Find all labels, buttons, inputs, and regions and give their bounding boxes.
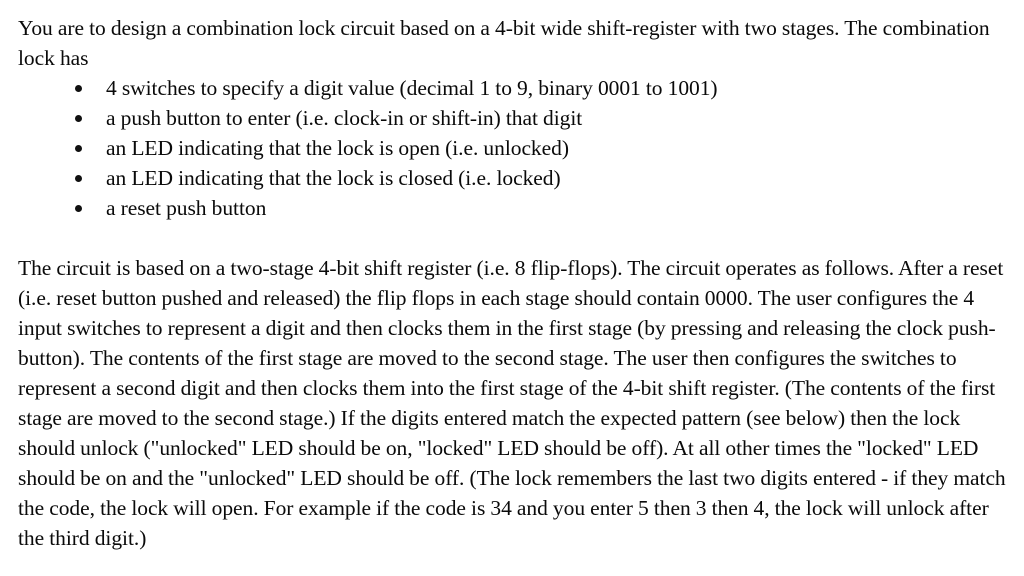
intro-paragraph: You are to design a combination lock cir… bbox=[18, 16, 990, 70]
list-item-label: a push button to enter (i.e. clock-in or… bbox=[106, 106, 583, 130]
bullet-dot-icon bbox=[75, 145, 82, 152]
list-item-label: an LED indicating that the lock is close… bbox=[106, 166, 561, 190]
body-paragraph: The circuit is based on a two-stage 4-bi… bbox=[18, 256, 1006, 550]
list-item-label: 4 switches to specify a digit value (dec… bbox=[106, 76, 718, 100]
list-item: an LED indicating that the lock is close… bbox=[18, 163, 1012, 193]
list-item: 4 switches to specify a digit value (dec… bbox=[18, 73, 1012, 103]
bullet-dot-icon bbox=[75, 85, 82, 92]
list-item-label: a reset push button bbox=[106, 196, 267, 220]
list-item: an LED indicating that the lock is open … bbox=[18, 133, 1012, 163]
bullet-dot-icon bbox=[75, 175, 82, 182]
paragraph-spacer bbox=[18, 223, 1012, 253]
list-item: a reset push button bbox=[18, 193, 1012, 223]
bullet-dot-icon bbox=[75, 205, 82, 212]
lock-features-list: 4 switches to specify a digit value (dec… bbox=[18, 73, 1012, 223]
list-item-label: an LED indicating that the lock is open … bbox=[106, 136, 569, 160]
bullet-dot-icon bbox=[75, 115, 82, 122]
list-item: a push button to enter (i.e. clock-in or… bbox=[18, 103, 1012, 133]
